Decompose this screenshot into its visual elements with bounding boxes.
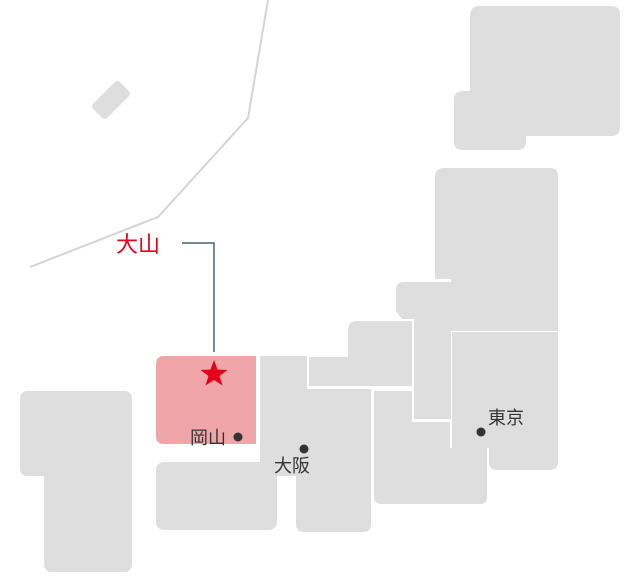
region-hokkaido	[454, 6, 620, 150]
star-icon	[200, 360, 228, 386]
city-dot-osaka	[299, 444, 309, 454]
region-chugoku-highlighted	[156, 356, 256, 444]
region-tohoku	[435, 168, 558, 331]
region-tokai	[374, 391, 487, 504]
region-shikoku	[156, 462, 277, 530]
highlight-label: 大山	[116, 233, 160, 258]
leader-line	[182, 242, 215, 352]
city-label-tokyo: 東京	[488, 408, 524, 429]
region-kinki	[260, 356, 371, 532]
city-dot-okayama	[233, 432, 243, 442]
city-label-okayama: 岡山	[190, 428, 226, 449]
region-kyushu	[20, 391, 132, 572]
city-dot-tokyo	[476, 427, 486, 437]
city-label-osaka: 大阪	[274, 456, 310, 477]
region-chubu-north	[396, 282, 451, 419]
island-small	[92, 81, 130, 119]
region-chubu-west	[309, 321, 412, 386]
sea-boundary-line	[29, 0, 269, 268]
